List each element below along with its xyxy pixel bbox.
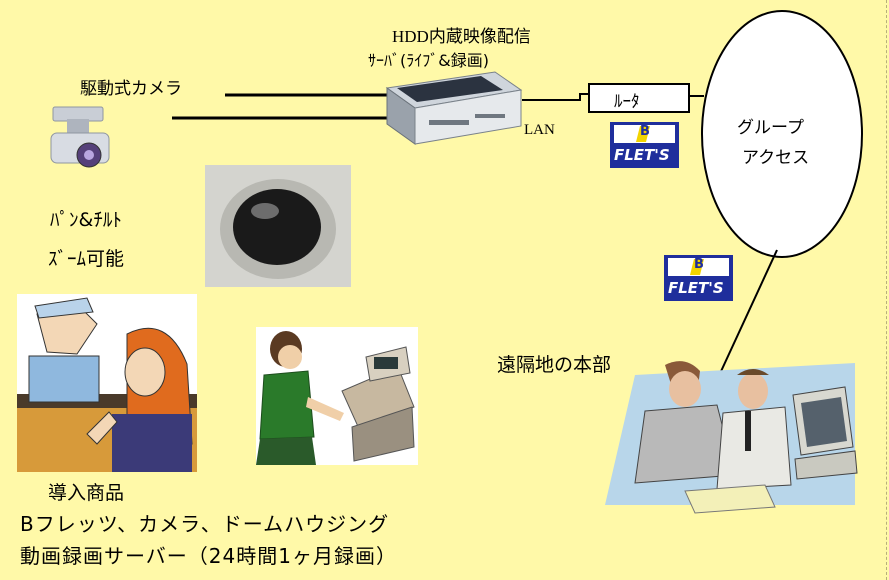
products-line1: Bフレッツ、カメラ、ドームハウジング — [20, 512, 390, 536]
products-title: 導入商品 — [48, 482, 125, 504]
lan-line — [522, 93, 588, 101]
flets-text-2: FLET'S — [668, 279, 724, 297]
group-access-ellipse — [701, 10, 863, 258]
camera-feature-zoom: ｽﾞｰﾑ可能 — [48, 248, 125, 270]
headquarters-illustration — [605, 355, 863, 515]
group-access-line2: アクセス — [742, 148, 810, 168]
flets-logo-1: B FLET'S — [610, 122, 679, 168]
lan-label: LAN — [524, 122, 555, 138]
camera-label: 駆動式カメラ — [80, 79, 182, 99]
router-box: ﾙｰﾀ — [588, 83, 690, 113]
hq-line — [716, 249, 778, 381]
customer-clerk-illustration — [17, 294, 197, 472]
cashier-illustration — [256, 327, 418, 465]
ptz-camera-image — [45, 105, 117, 175]
camera-feature-pan-tilt: ﾊﾟﾝ&ﾁﾙﾄ — [50, 209, 122, 231]
flets-badge-1: B — [640, 124, 650, 139]
video-server — [385, 70, 523, 146]
dome-camera-image — [205, 165, 351, 287]
page-edge — [886, 0, 887, 580]
server-label-line2: ｻｰﾊﾞ(ﾗｲﾌﾞ&録画) — [368, 51, 489, 70]
server-label-line1: HDD内蔵映像配信 — [392, 27, 531, 46]
flets-text-1: FLET'S — [614, 146, 670, 164]
products-line2: 動画録画サーバー（24時間1ヶ月録画） — [20, 544, 397, 568]
flets-badge-2: B — [694, 257, 704, 272]
group-access-line1: グループ — [737, 118, 804, 138]
headquarters-label: 遠隔地の本部 — [497, 354, 612, 376]
router-label: ﾙｰﾀ — [614, 92, 640, 112]
flets-logo-2: B FLET'S — [664, 255, 733, 301]
